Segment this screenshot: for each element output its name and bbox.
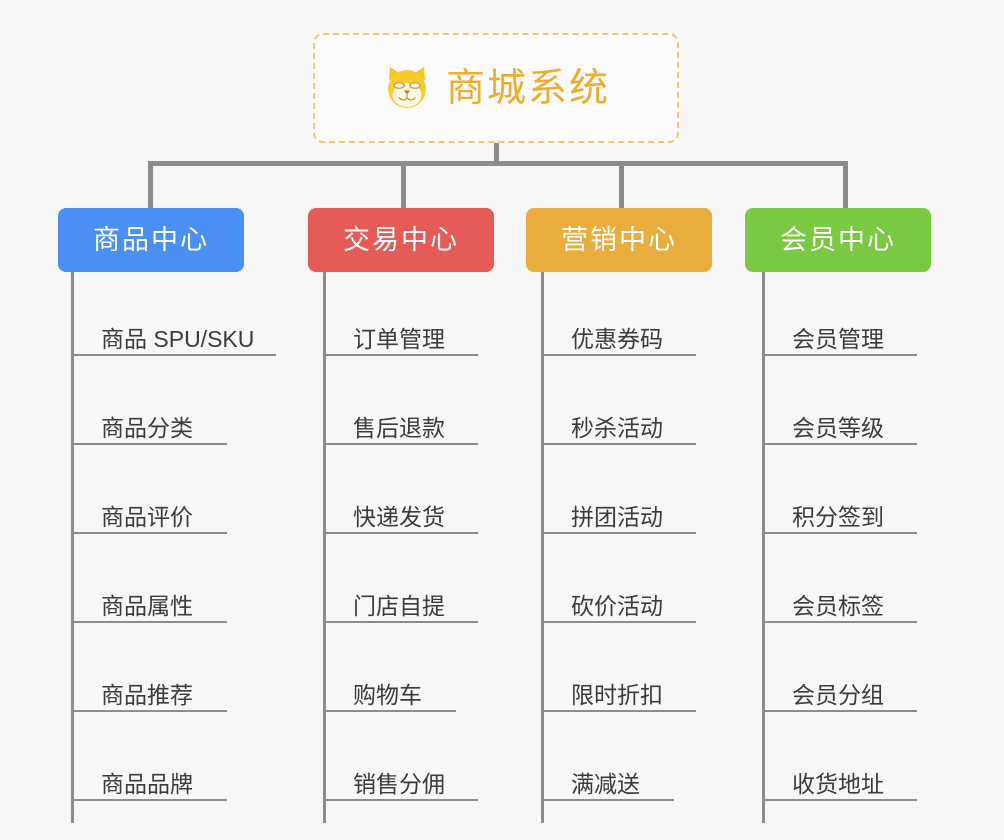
leaf-label: 会员分组: [792, 681, 884, 708]
connector-drop-2: [401, 161, 406, 208]
leaf-label: 限时折扣: [571, 681, 663, 708]
leaf-label: 拼团活动: [571, 503, 663, 530]
leaf-label: 商品评价: [101, 503, 193, 530]
category-box-3[interactable]: 营销中心: [526, 208, 712, 272]
leaf-item-4-2[interactable]: 会员等级: [762, 401, 917, 445]
leaf-item-4-4[interactable]: 会员标签: [762, 579, 917, 623]
leaf-label: 快递发货: [353, 503, 445, 530]
leaf-item-4-5[interactable]: 会员分组: [762, 668, 917, 712]
leaf-label: 商品推荐: [101, 681, 193, 708]
shiba-dog-icon: [387, 67, 426, 108]
leaf-label: 商品分类: [101, 414, 193, 441]
leaf-label: 商品 SPU/SKU: [101, 325, 255, 352]
connector-horizontal-bus: [148, 161, 848, 166]
category-box-4[interactable]: 会员中心: [745, 208, 931, 272]
leaf-item-4-6[interactable]: 收货地址: [762, 757, 917, 801]
connector-root-stem: [494, 143, 499, 163]
leaf-item-1-1[interactable]: 商品 SPU/SKU: [71, 312, 276, 356]
leaf-label: 优惠券码: [571, 325, 663, 352]
category-label-1: 商品中心: [93, 224, 209, 255]
leaf-item-4-3[interactable]: 积分签到: [762, 490, 917, 534]
leaf-item-2-4[interactable]: 门店自提: [323, 579, 478, 623]
leaf-item-1-3[interactable]: 商品评价: [71, 490, 227, 534]
leaf-label: 砍价活动: [571, 592, 663, 619]
category-label-4: 会员中心: [780, 224, 896, 255]
category-box-2[interactable]: 交易中心: [308, 208, 494, 272]
leaf-item-2-6[interactable]: 销售分佣: [323, 757, 478, 801]
root-node[interactable]: 商城系统: [313, 33, 679, 143]
column-spine-4: [762, 272, 765, 823]
leaf-label: 会员标签: [792, 592, 884, 619]
leaf-item-3-3[interactable]: 拼团活动: [541, 490, 696, 534]
leaf-label: 门店自提: [353, 592, 445, 619]
leaf-item-3-5[interactable]: 限时折扣: [541, 668, 696, 712]
category-label-2: 交易中心: [343, 224, 459, 255]
leaf-item-3-6[interactable]: 满减送: [541, 757, 674, 801]
leaf-label: 商品品牌: [101, 770, 193, 797]
connector-drop-3: [619, 161, 624, 208]
leaf-label: 购物车: [353, 681, 422, 708]
leaf-label: 秒杀活动: [571, 414, 663, 441]
leaf-item-1-6[interactable]: 商品品牌: [71, 757, 227, 801]
leaf-item-3-1[interactable]: 优惠券码: [541, 312, 696, 356]
leaf-label: 售后退款: [353, 414, 445, 441]
leaf-item-2-5[interactable]: 购物车: [323, 668, 456, 712]
connector-drop-4: [843, 161, 848, 208]
leaf-label: 销售分佣: [353, 770, 445, 797]
category-label-3: 营销中心: [561, 224, 677, 255]
leaf-label: 满减送: [571, 770, 640, 797]
root-title: 商城系统: [445, 66, 610, 110]
leaf-item-4-1[interactable]: 会员管理: [762, 312, 917, 356]
leaf-item-3-2[interactable]: 秒杀活动: [541, 401, 696, 445]
connector-drop-1: [148, 161, 153, 208]
leaf-label: 商品属性: [101, 592, 193, 619]
leaf-label: 会员管理: [792, 325, 884, 352]
leaf-item-3-4[interactable]: 砍价活动: [541, 579, 696, 623]
leaf-item-1-4[interactable]: 商品属性: [71, 579, 227, 623]
leaf-item-2-2[interactable]: 售后退款: [323, 401, 478, 445]
leaf-item-2-1[interactable]: 订单管理: [323, 312, 478, 356]
leaf-item-1-5[interactable]: 商品推荐: [71, 668, 227, 712]
leaf-label: 会员等级: [792, 414, 884, 441]
category-box-1[interactable]: 商品中心: [58, 208, 244, 272]
leaf-item-1-2[interactable]: 商品分类: [71, 401, 227, 445]
column-spine-2: [323, 272, 326, 823]
leaf-label: 收货地址: [792, 770, 884, 797]
leaf-label: 订单管理: [353, 325, 445, 352]
column-spine-3: [541, 272, 544, 823]
leaf-item-2-3[interactable]: 快递发货: [323, 490, 478, 534]
leaf-label: 积分签到: [792, 503, 884, 530]
column-spine-1: [71, 272, 74, 823]
